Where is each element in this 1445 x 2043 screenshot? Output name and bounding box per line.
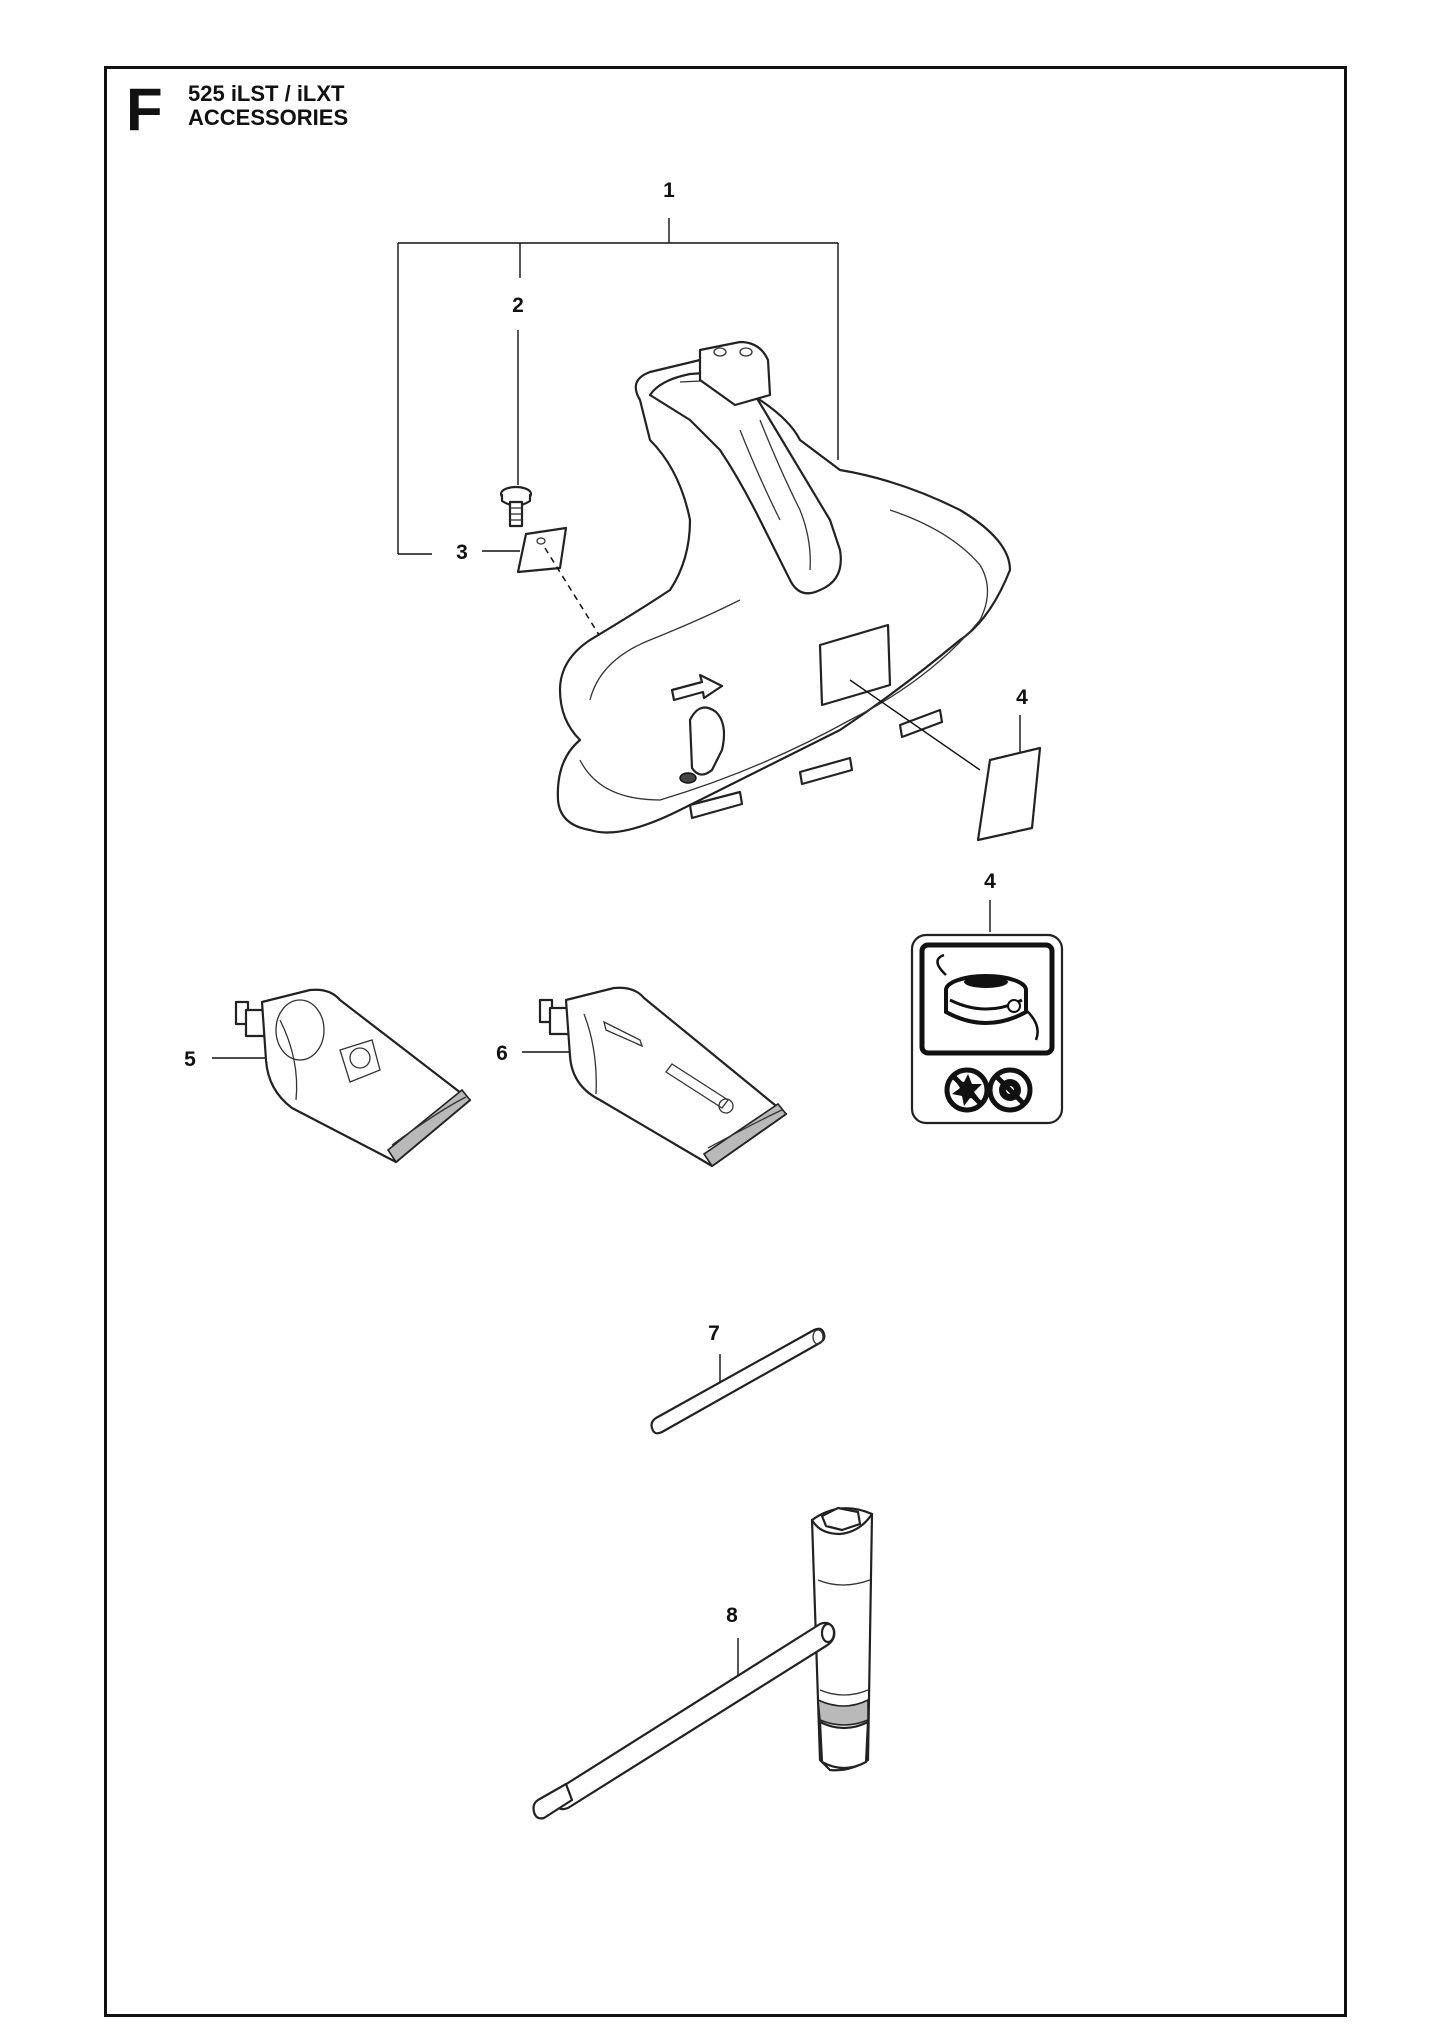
combination-wrench-icon (532, 1506, 874, 1820)
section-letter: F (126, 76, 163, 143)
callout-1-leader (397, 218, 839, 555)
grease-tube-icon (234, 988, 472, 1164)
callout-4b: 4 (984, 870, 996, 893)
model-name: 525 iLST / iLXT (188, 81, 345, 106)
diagram-frame (104, 66, 1347, 2017)
grease-tube-icon (538, 986, 788, 1168)
callout-8: 8 (726, 1604, 738, 1627)
pin-icon (650, 1327, 826, 1435)
sticker-leader (849, 679, 981, 771)
plate-icon (516, 526, 568, 574)
callout-4a: 4 (1016, 686, 1028, 709)
callout-3: 3 (456, 541, 468, 564)
page-title: ACCESSORIES (188, 105, 349, 131)
callout-1: 1 (663, 179, 675, 202)
bolt-icon (499, 485, 533, 528)
callout-7: 7 (708, 1322, 720, 1345)
trimmer-head-decal-icon (910, 933, 1064, 1125)
callout-6: 6 (496, 1042, 508, 1065)
callout-5: 5 (184, 1048, 196, 1071)
sticker-icon (976, 746, 1042, 842)
callout-2: 2 (512, 294, 524, 317)
trimmer-guard-icon (556, 340, 1012, 834)
page-header: 525 iLST / iLXT ACCESSORIES (188, 81, 349, 131)
